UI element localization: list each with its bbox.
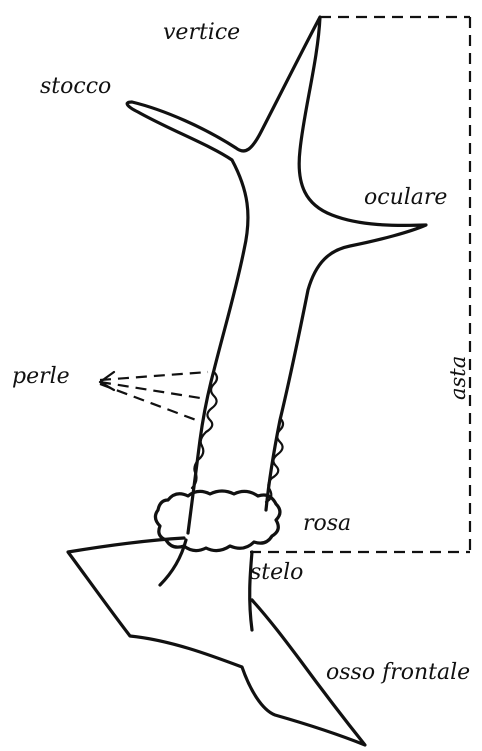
perle-pointer-1: [100, 372, 208, 380]
label-asta: asta: [448, 356, 469, 400]
label-osso-frontale: osso frontale: [326, 662, 470, 684]
label-stelo: stelo: [250, 562, 303, 584]
rosa-burr: [155, 491, 280, 551]
label-rosa: rosa: [303, 513, 351, 535]
label-vertice: vertice: [163, 22, 240, 44]
osso-frontale-outline: [68, 538, 365, 745]
label-stocco: stocco: [40, 76, 111, 98]
perle-right-edge: [266, 418, 283, 502]
label-perle: perle: [12, 366, 70, 388]
label-oculare: oculare: [364, 187, 447, 209]
